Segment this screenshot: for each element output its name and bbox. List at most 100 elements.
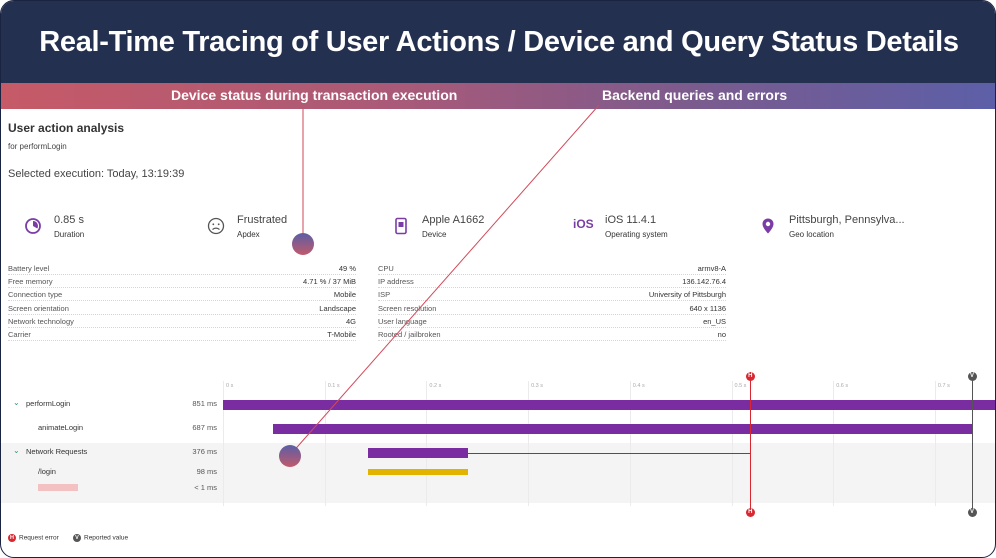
property-row: Free memory 4.71 % / 37 MiB: [8, 275, 356, 289]
property-row: Rooted / jailbroken no: [378, 328, 726, 341]
metric-value: Frustrated: [237, 214, 288, 226]
timeline-row-label[interactable]: animateLogin: [38, 423, 84, 432]
expand-chevron-icon[interactable]: ⌄: [13, 446, 20, 455]
time-gridline: [833, 381, 835, 506]
property-key: IP address: [378, 277, 414, 287]
timeline-row-label[interactable]: Network Requests: [26, 447, 88, 456]
time-tick-label: 0.6 s: [836, 383, 849, 389]
metric-value: Pittsburgh, Pennsylva...: [789, 214, 905, 226]
metric-value: 0.85 s: [54, 214, 84, 226]
property-key: Connection type: [8, 290, 63, 300]
property-key: Screen resolution: [378, 303, 437, 313]
property-row: Screen orientation Landscape: [8, 302, 356, 315]
property-row: Screen resolution 640 x 1136: [378, 302, 726, 315]
timeline-row-duration: 687 ms: [192, 423, 217, 432]
reported-value-icon: V: [73, 534, 81, 542]
metric-label: Duration: [54, 230, 85, 239]
property-key: ISP: [378, 290, 391, 300]
device-status-label: Device status during transaction executi…: [171, 87, 458, 103]
reported-value-marker-line: [971, 377, 973, 511]
property-key: Screen orientation: [8, 303, 69, 313]
time-gridline: [731, 381, 733, 506]
property-row: CPU armv8-A: [378, 262, 726, 275]
request-connector-line: [468, 453, 750, 454]
annotation-banner: Device status during transaction executi…: [1, 83, 995, 109]
time-tick-label: 0.3 s: [531, 383, 544, 389]
timeline-row-label[interactable]: /login: [38, 467, 56, 476]
property-value: 136.142.76.4: [682, 277, 726, 287]
frustrated-face-icon: [207, 217, 225, 235]
metric-label: Apdex: [237, 230, 260, 239]
phone-icon: [395, 217, 407, 235]
device-callout-dot: [292, 233, 314, 255]
selected-execution: Selected execution: Today, 13:19:39: [8, 168, 185, 180]
property-value: Landscape: [319, 303, 356, 313]
slide-title: Real-Time Tracing of User Actions / Devi…: [39, 25, 959, 58]
time-gridline: [934, 381, 936, 506]
property-value: armv8-A: [697, 264, 726, 273]
property-key: Rooted / jailbroken: [378, 330, 441, 339]
metric-value: Apple A1662: [422, 214, 485, 226]
timeline-row-duration: 98 ms: [196, 467, 217, 476]
property-key: Carrier: [8, 330, 31, 339]
time-gridline: [223, 381, 224, 506]
timeline-bar[interactable]: [368, 448, 469, 458]
timeline-bar[interactable]: [223, 400, 995, 410]
metric-label: Device: [422, 230, 447, 239]
request-error-marker-icon[interactable]: H: [745, 508, 755, 517]
request-error-marker-icon[interactable]: H: [745, 372, 755, 381]
timeline-row-duration: < 1 ms: [194, 483, 217, 492]
page-subtitle: for performLogin: [8, 142, 67, 151]
property-value: University of Pittsburgh: [648, 290, 726, 300]
property-row: IP address 136.142.76.4: [378, 275, 726, 289]
expand-chevron-icon[interactable]: ⌄: [13, 398, 20, 407]
timeline-row-duration: 376 ms: [192, 447, 217, 456]
property-key: Free memory: [8, 277, 53, 287]
timeline-row-label[interactable]: performLogin: [26, 399, 71, 408]
property-value: 49 %: [338, 264, 356, 273]
backend-queries-label: Backend queries and errors: [602, 87, 788, 103]
duration-icon: [25, 218, 41, 234]
property-value: Mobile: [333, 290, 356, 300]
metric-value: iOS 11.4.1: [605, 214, 657, 226]
time-tick-label: 0.1 s: [327, 383, 340, 389]
property-value: en_US: [703, 316, 726, 326]
property-value: T-Mobile: [327, 330, 356, 339]
reported-value-marker-icon[interactable]: V: [967, 508, 977, 517]
ios-icon: iOS: [573, 217, 594, 231]
property-key: Battery level: [8, 264, 50, 273]
property-row: User language en_US: [378, 315, 726, 328]
time-gridline: [629, 381, 631, 506]
property-value: no: [717, 330, 726, 339]
time-tick-label: 0 s: [226, 383, 234, 389]
time-tick-label: 0.4 s: [632, 383, 645, 389]
legend-error-label: Request error: [19, 534, 59, 542]
time-tick-label: 0.5 s: [734, 383, 747, 389]
timeline-bar[interactable]: [368, 469, 469, 475]
property-row: ISP University of Pittsburgh: [378, 288, 726, 302]
request-error-marker-line: [749, 377, 751, 511]
redacted-request-label: [38, 484, 78, 491]
metric-label: Operating system: [605, 230, 668, 239]
reported-value-marker-icon[interactable]: V: [967, 372, 977, 381]
waterfall-timeline: 0 s 0.1 s 0.2 s 0.3 s 0.4 s 0.5 s 0.6 s 0.7 s ⌄ p…: [1, 372, 995, 517]
time-tick-label: 0.2 s: [429, 383, 442, 389]
property-value: 4G: [345, 316, 356, 326]
property-value: 640 x 1136: [689, 303, 726, 313]
time-tick-label: 0.7 s: [937, 383, 950, 389]
timeline-bar[interactable]: [272, 424, 972, 434]
legend-reported-label: Reported value: [84, 534, 129, 542]
title-bar: Real-Time Tracing of User Actions / Devi…: [1, 1, 995, 83]
property-row: Connection type Mobile: [8, 288, 356, 302]
property-value: 4.71 % / 37 MiB: [303, 277, 356, 287]
property-key: User language: [378, 316, 427, 326]
request-error-icon: H: [8, 534, 16, 542]
property-row: Network technology 4G: [8, 315, 356, 328]
property-key: CPU: [378, 264, 394, 273]
location-pin-icon: [762, 218, 774, 234]
page-title: User action analysis: [8, 121, 125, 135]
property-key: Network technology: [8, 316, 74, 326]
